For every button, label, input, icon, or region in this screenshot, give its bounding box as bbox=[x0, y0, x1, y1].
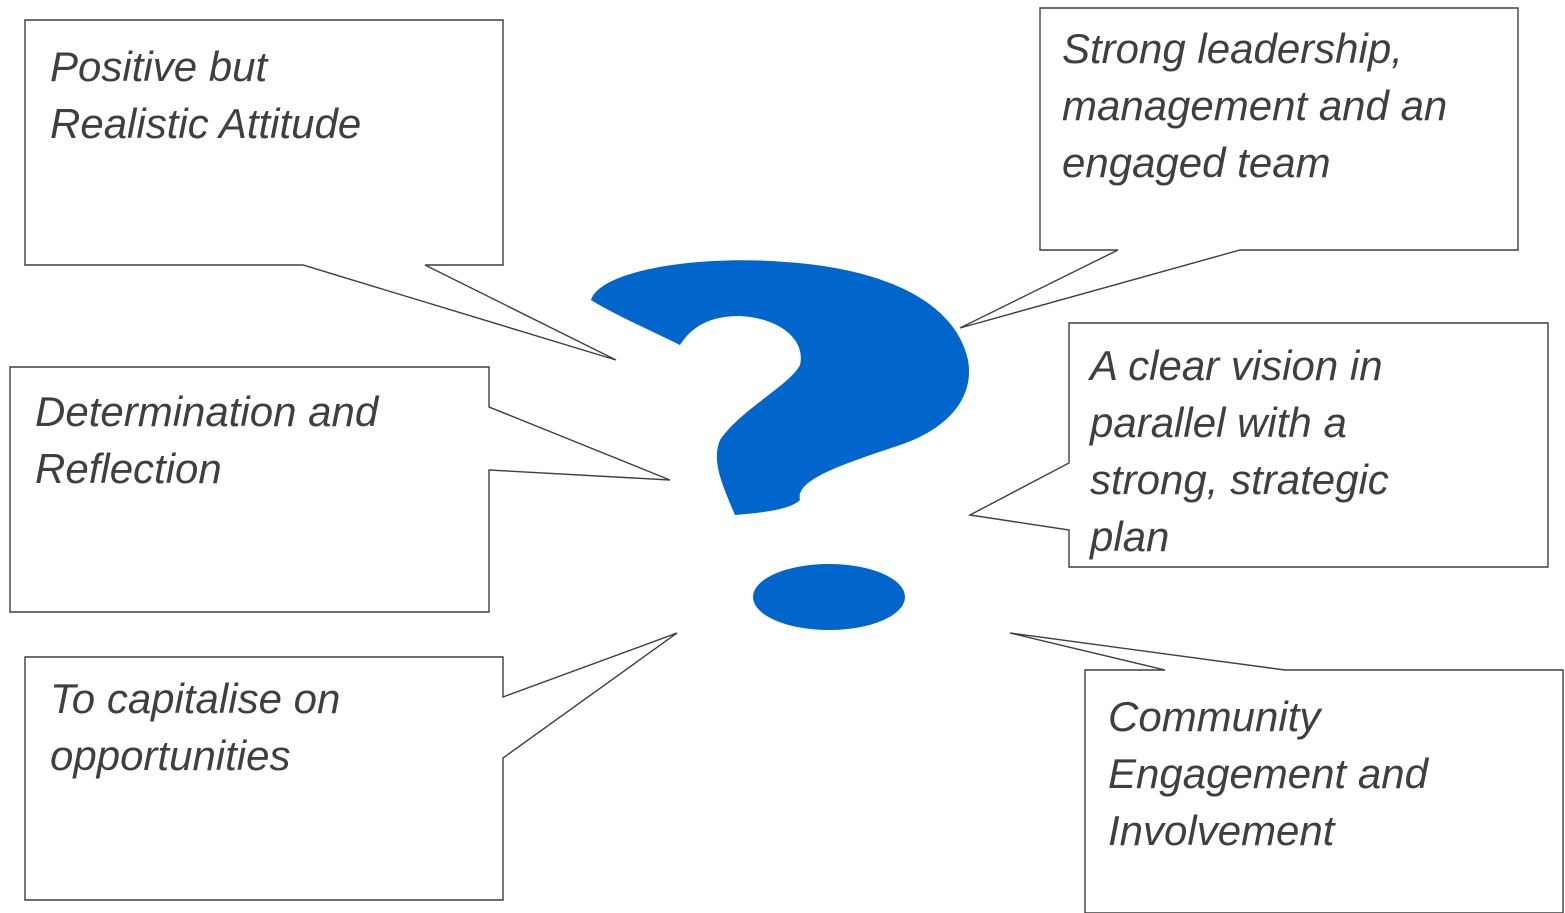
callout-determination-text: Determination and Reflection bbox=[35, 388, 379, 492]
callout-leadership-text: Strong leadership, management and an eng… bbox=[1062, 25, 1448, 186]
callout-attitude-balloon bbox=[24, 19, 617, 361]
callout-attitude-text: Positive but Realistic Attitude bbox=[50, 43, 362, 147]
callout-community-balloon bbox=[1009, 632, 1564, 913]
callout-opportunities-balloon bbox=[24, 632, 678, 901]
callout-vision-text: A clear vision in parallel with a strong… bbox=[1090, 342, 1389, 560]
question-mark-icon bbox=[591, 260, 970, 630]
callout-determination-balloon bbox=[9, 366, 671, 613]
question-mark-dot bbox=[753, 564, 905, 630]
question-mark-hook bbox=[591, 260, 970, 515]
callout-leadership-balloon bbox=[959, 7, 1519, 329]
callout-opportunities-text: To capitalise on opportunities bbox=[50, 675, 341, 779]
callout-vision-balloon bbox=[967, 322, 1549, 568]
callout-community-text: Community Engagement and Involvement bbox=[1108, 693, 1428, 854]
